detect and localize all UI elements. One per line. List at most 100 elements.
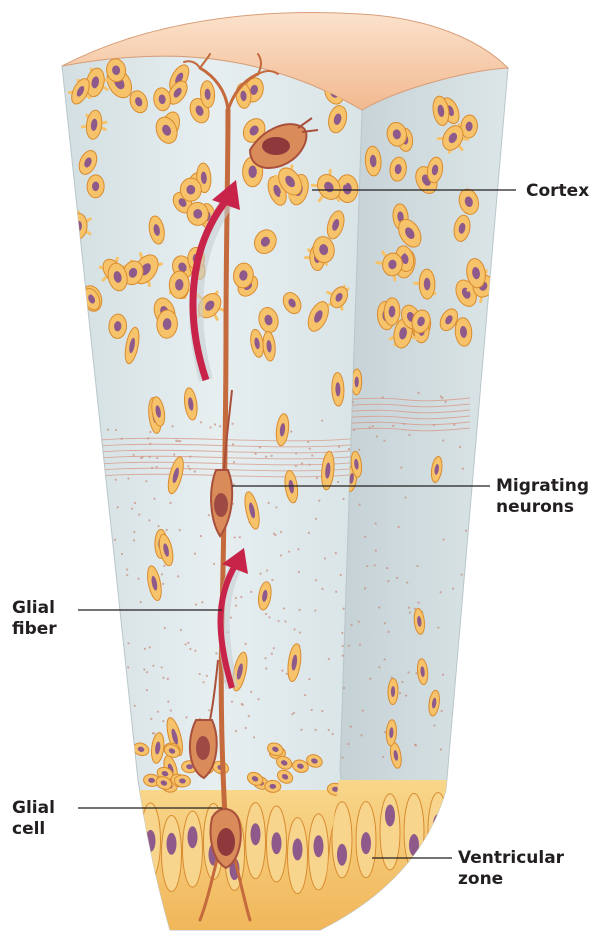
tissue-dot xyxy=(277,620,279,622)
tissue-dot xyxy=(314,609,316,611)
cell-nucleus xyxy=(97,753,104,768)
tissue-dot xyxy=(414,744,416,746)
tissue-dot xyxy=(206,675,208,677)
tissue-dot xyxy=(405,695,407,697)
tissue-dot xyxy=(452,587,454,589)
tissue-dot xyxy=(295,465,297,467)
tissue-dot xyxy=(108,733,110,735)
tissue-dot xyxy=(442,538,444,540)
tissue-dot xyxy=(300,729,302,731)
tissue-dot xyxy=(134,705,136,707)
tissue-dot xyxy=(338,446,340,448)
tissue-dot xyxy=(234,536,236,538)
tissue-dot xyxy=(100,572,102,574)
tissue-dot xyxy=(408,607,410,609)
ventricular-cell xyxy=(356,802,376,878)
tissue-dot xyxy=(342,654,344,656)
tissue-dot xyxy=(121,438,123,440)
tissue-dot xyxy=(440,591,442,593)
tissue-dot xyxy=(376,435,378,437)
tissue-dot xyxy=(162,720,164,722)
tissue-dot xyxy=(162,583,164,585)
ventricular-cell-nucleus xyxy=(409,834,419,856)
tissue-dot xyxy=(233,461,235,463)
tissue-dot xyxy=(241,703,243,705)
tissue-dot xyxy=(151,467,153,469)
tissue-dot xyxy=(364,587,366,589)
ventricular-cell xyxy=(162,815,182,891)
tissue-dot xyxy=(171,425,173,427)
tissue-dot xyxy=(134,502,136,504)
tissue-dot xyxy=(268,502,270,504)
tissue-dot xyxy=(253,736,255,738)
tissue-dot xyxy=(180,629,182,631)
ventricular-cell-nucleus xyxy=(188,826,198,848)
tissue-dot xyxy=(144,648,146,650)
tissue-dot xyxy=(149,456,151,458)
tissue-dot xyxy=(265,613,267,615)
tissue-dot xyxy=(115,681,117,683)
label-glial-cell: Glial cell xyxy=(12,798,55,840)
tissue-dot xyxy=(378,666,380,668)
tissue-dot xyxy=(117,506,119,508)
tissue-dot xyxy=(348,448,350,450)
tissue-dot xyxy=(406,581,408,583)
tissue-dot xyxy=(259,446,261,448)
tissue-dot xyxy=(283,607,285,609)
tissue-dot xyxy=(127,666,129,668)
tissue-dot xyxy=(138,513,140,515)
tissue-dot xyxy=(266,569,268,571)
tissue-dot xyxy=(240,596,242,598)
tissue-dot xyxy=(347,743,349,745)
tissue-dot xyxy=(299,631,301,633)
tissue-dot xyxy=(104,702,106,704)
tissue-dot xyxy=(461,573,463,575)
tissue-dot xyxy=(156,466,158,468)
tissue-dot xyxy=(208,709,210,711)
tissue-dot xyxy=(170,709,172,711)
tissue-dot xyxy=(150,718,152,720)
cell-process xyxy=(66,225,79,232)
cell-nucleus xyxy=(248,165,256,178)
tissue-dot xyxy=(407,671,409,673)
tissue-dot xyxy=(99,605,101,607)
tissue-dot xyxy=(195,603,197,605)
tissue-dot xyxy=(149,431,151,433)
tissue-dot xyxy=(167,701,169,703)
neuron-cell xyxy=(93,742,110,779)
tissue-dot xyxy=(358,449,360,451)
tissue-dot xyxy=(375,549,377,551)
tissue-dot xyxy=(202,681,204,683)
tissue-dot xyxy=(273,533,275,535)
tissue-dot xyxy=(353,429,355,431)
tissue-dot xyxy=(148,519,150,521)
tissue-dot xyxy=(332,733,334,735)
tissue-dot xyxy=(149,443,151,445)
ventricular-cell xyxy=(332,802,352,878)
tissue-dot xyxy=(107,429,109,431)
tissue-dot xyxy=(290,430,292,432)
tissue-dot xyxy=(360,734,362,736)
tissue-dot xyxy=(201,601,203,603)
tissue-dot xyxy=(308,532,310,534)
tissue-dot xyxy=(152,665,154,667)
tissue-dot xyxy=(185,716,187,718)
tissue-dot xyxy=(275,506,277,508)
tissue-dot xyxy=(372,425,374,427)
tissue-dot xyxy=(321,588,323,590)
tissue-dot xyxy=(248,715,250,717)
tissue-dot xyxy=(112,701,114,703)
tissue-dot xyxy=(101,473,103,475)
tissue-dot xyxy=(403,423,405,425)
tissue-dot xyxy=(127,729,129,731)
tissue-dot xyxy=(161,573,163,575)
tissue-dot xyxy=(315,579,317,581)
tissue-dot xyxy=(179,440,181,442)
tissue-dot xyxy=(264,657,266,659)
tissue-dot xyxy=(315,729,317,731)
tissue-dot xyxy=(453,424,455,426)
tissue-dot xyxy=(175,439,177,441)
tissue-dot xyxy=(459,446,461,448)
tissue-dot xyxy=(219,425,221,427)
tissue-dot xyxy=(126,568,128,570)
